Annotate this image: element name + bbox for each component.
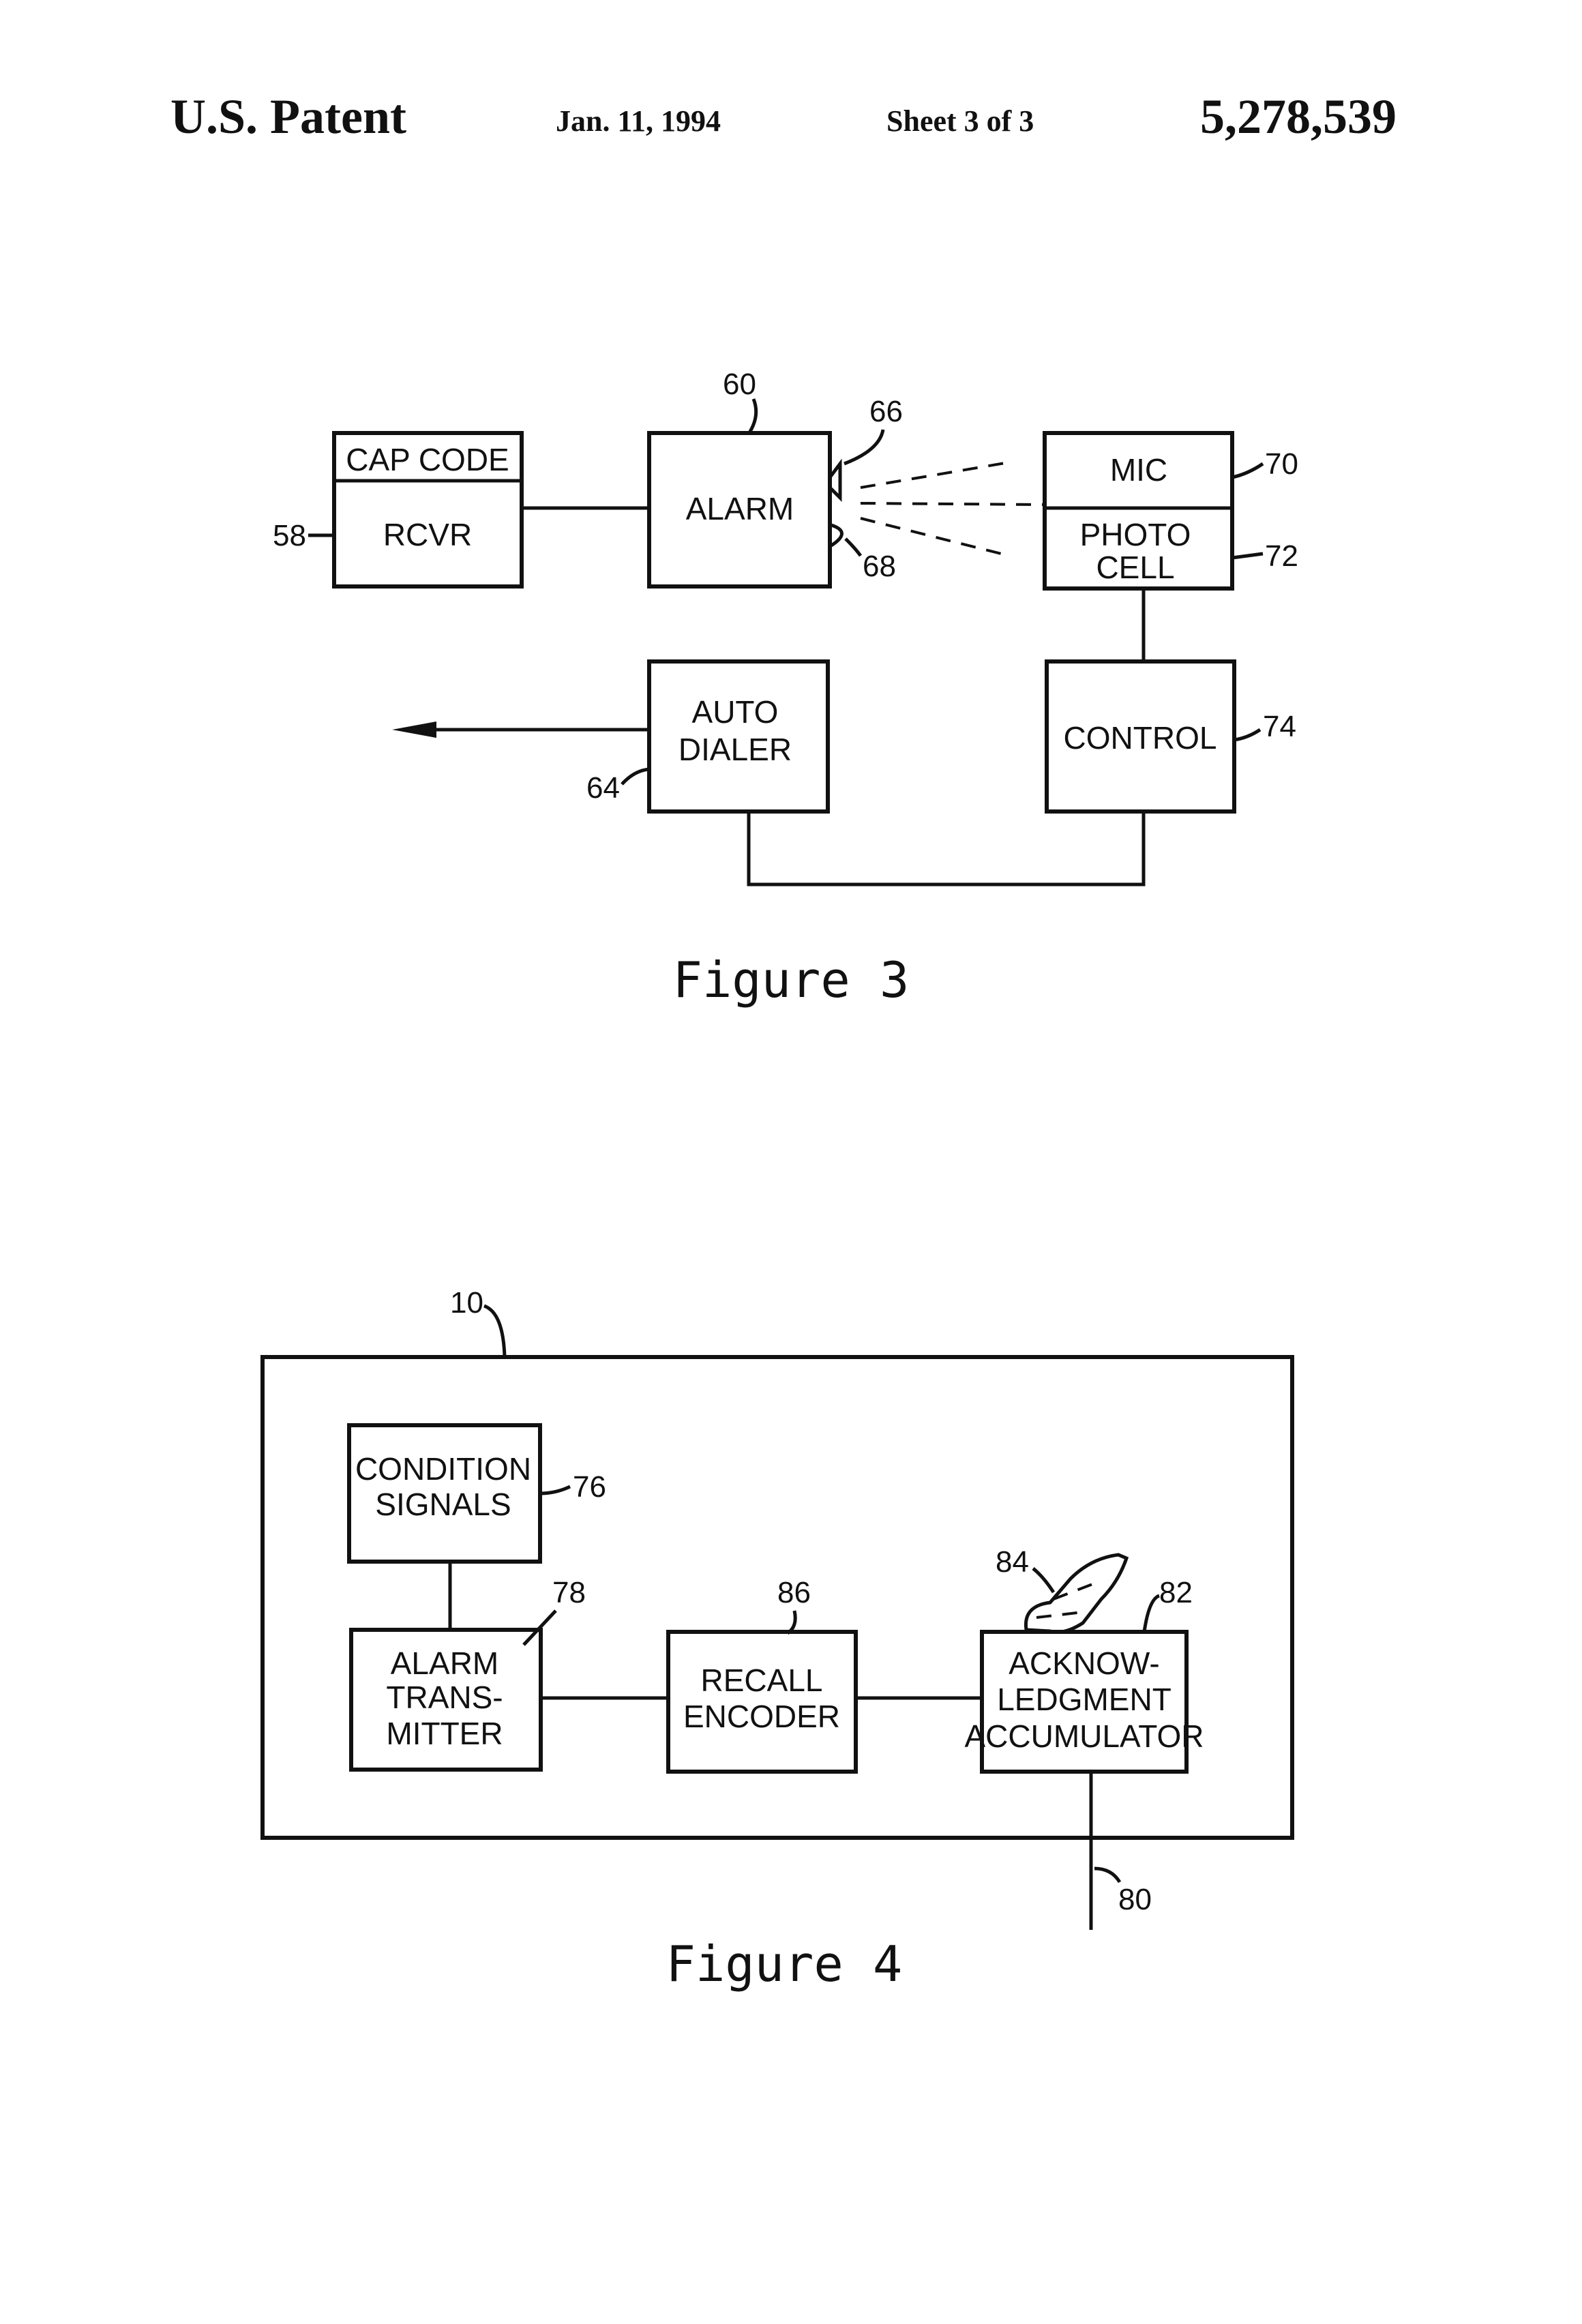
sound-path: [860, 461, 1010, 489]
condition-label-2: SIGNALS: [375, 1487, 511, 1522]
condition-signals-block: CONDITION SIGNALS: [347, 1423, 542, 1564]
ref-74: 74: [1263, 710, 1296, 743]
ref-68: 68: [863, 550, 896, 583]
paper-strip-icon: [1024, 1553, 1129, 1634]
accumulator-label-1: ACKNOW-: [1009, 1645, 1160, 1681]
ref-70: 70: [1265, 447, 1298, 481]
recall-encoder-block: RECALL ENCODER: [666, 1630, 858, 1774]
auto-dialer-block: AUTO DIALER: [647, 659, 830, 814]
sheet-number: Sheet 3 of 3: [886, 104, 1034, 138]
condition-label-1: CONDITION: [355, 1451, 531, 1487]
ref-66: 66: [869, 395, 903, 428]
signal-path: [860, 502, 1044, 506]
arrowhead-icon: [392, 721, 436, 738]
receiver-block: CAP CODE RCVR: [332, 431, 524, 589]
figure-4: 10 CONDITION SIGNALS 76 ALARM TRANS- MIT…: [260, 1286, 1294, 1993]
patent-date: Jan. 11, 1994: [556, 104, 721, 138]
ref-60: 60: [723, 368, 756, 401]
ref-78: 78: [552, 1576, 586, 1609]
accumulator-label-2: LEDGMENT: [997, 1682, 1171, 1717]
ref-86: 86: [777, 1576, 811, 1609]
control-dialer-connector: [747, 811, 1146, 887]
device-enclosure: [260, 1355, 1294, 1840]
alarm-label: ALARM: [686, 491, 794, 526]
patent-number: 5,278,539: [1200, 89, 1397, 144]
ref-64: 64: [586, 771, 620, 805]
ref-84: 84: [996, 1545, 1029, 1579]
cap-code-label: CAP CODE: [346, 442, 509, 477]
ref-10: 10: [450, 1286, 483, 1320]
ref-72: 72: [1265, 539, 1298, 573]
accumulator-label-3: ACCUMULATOR: [965, 1718, 1204, 1754]
photo-cell-label-1: PHOTO: [1080, 517, 1191, 552]
auto-dialer-label-2: DIALER: [678, 732, 792, 767]
ref-58: 58: [273, 519, 306, 552]
light-icon: [830, 523, 844, 548]
ref-80: 80: [1118, 1883, 1152, 1916]
acknowledgment-accumulator-block: ACKNOW- LEDGMENT ACCUMULATOR: [965, 1630, 1204, 1774]
figure-3-caption: Figure 3: [673, 951, 910, 1009]
patent-label: U.S. Patent: [170, 89, 406, 144]
control-block: CONTROL: [1045, 659, 1236, 814]
speaker-icon: [829, 458, 842, 503]
alarm-transmitter-label-2: TRANS-: [386, 1680, 503, 1715]
alarm-transmitter-label-1: ALARM: [391, 1645, 498, 1681]
mic-label: MIC: [1110, 452, 1167, 488]
rcvr-label: RCVR: [383, 517, 472, 552]
ref-82: 82: [1159, 1576, 1193, 1609]
alarm-block: ALARM: [647, 431, 832, 589]
figure-4-caption: Figure 4: [666, 1935, 903, 1993]
control-label: CONTROL: [1064, 720, 1217, 756]
photo-cell-label-2: CELL: [1096, 550, 1174, 585]
alarm-transmitter-label-3: MITTER: [386, 1716, 503, 1751]
figure-3: CAP CODE RCVR 58 ALARM 60 66 68 MIC: [273, 368, 1298, 1009]
ref-76: 76: [573, 1470, 606, 1504]
alarm-transmitter-block: ALARM TRANS- MITTER: [349, 1628, 543, 1772]
recall-encoder-label-2: ENCODER: [683, 1699, 840, 1734]
recall-encoder-label-1: RECALL: [701, 1663, 823, 1698]
auto-dialer-label-1: AUTO: [692, 694, 779, 730]
sensor-block: MIC PHOTO CELL: [1043, 431, 1234, 591]
